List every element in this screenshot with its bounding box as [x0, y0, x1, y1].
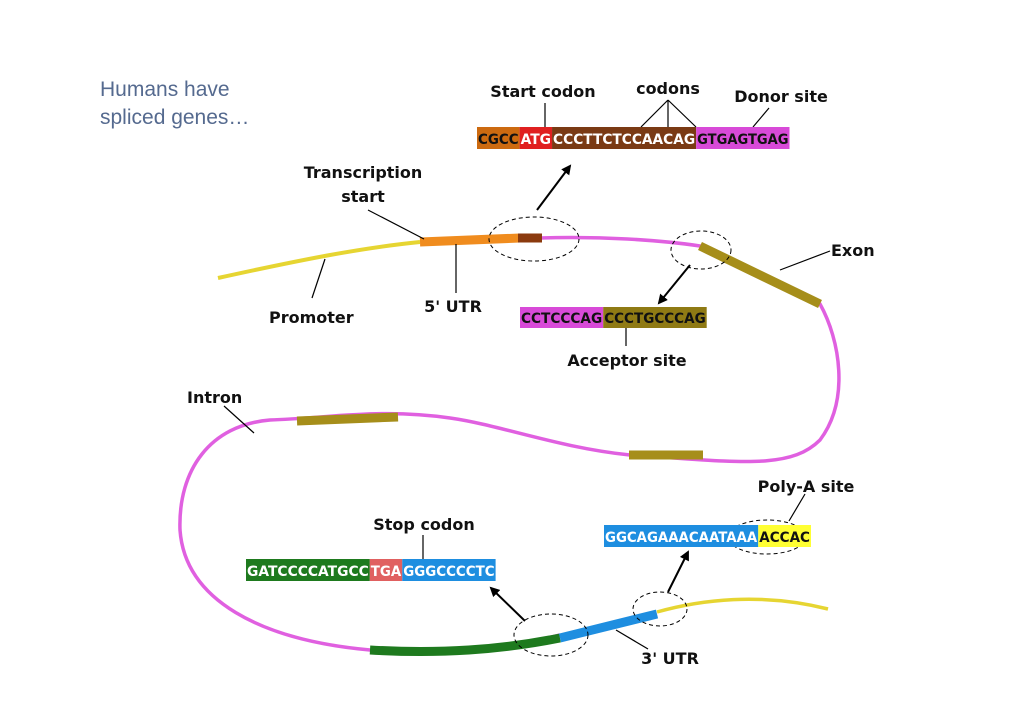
acceptor-segment-text-1: CCCTGCCCAG: [604, 311, 706, 327]
donor-segment-text-0: CGCC: [478, 132, 519, 148]
leader-codons-right: [667, 99, 697, 128]
label-transcription-start-line1: Transcription: [304, 163, 423, 182]
label-utr3: 3' UTR: [641, 649, 699, 668]
donor-segment-text-1: ATG: [521, 132, 551, 148]
promoter-segment: [217, 240, 421, 280]
label-utr5: 5' UTR: [424, 297, 482, 316]
donor-segment-box-2: [552, 127, 697, 149]
utr3-end-ellipse: [632, 591, 688, 627]
donor-segment-box-1: [519, 127, 553, 149]
leader-transcription-start: [367, 209, 425, 240]
intron-line: [178, 235, 841, 654]
polya-segment-text-1: ACCAC: [759, 530, 810, 546]
leader-donor-site: [752, 107, 770, 128]
label-donor-site: Donor site: [734, 87, 828, 106]
label-intron: Intron: [187, 388, 242, 407]
leader-codons-left: [640, 99, 669, 128]
leader-lines: [223, 99, 831, 650]
leader-utr3: [615, 629, 649, 650]
donor-segment-text-2: CCCTTCTCCAACAG: [553, 132, 695, 148]
leader-polya-site: [788, 493, 806, 522]
stop-segment-text-2: GGGCCCCTC: [403, 564, 494, 580]
acceptor-segment-text-0: CCTCCCAG: [521, 311, 602, 327]
start-region-ellipse: [488, 216, 580, 262]
donor-segment-text-3: GTGAGTGAG: [697, 132, 788, 148]
arrow-to-polya-seq: [667, 550, 689, 593]
acceptor-region-ellipse: [670, 230, 732, 270]
label-exon: Exon: [831, 241, 875, 260]
slide-title: Humans have spliced genes…: [100, 78, 250, 129]
stop-region-ellipse: [513, 613, 589, 657]
polya-segment-box-1: [758, 525, 811, 547]
downstream-line: [656, 597, 829, 614]
acceptor-segment-box-0: [520, 307, 604, 328]
polya-segment-text-0: GGCAGAAACAATAAA: [605, 530, 758, 546]
exon-segment-1: [698, 241, 822, 309]
label-codons: codons: [636, 79, 700, 98]
exon-segment-2: [296, 412, 399, 426]
arrow-to-acceptor-seq: [657, 264, 691, 305]
stop-segment-box-1: [369, 559, 403, 581]
utr3-segment: [558, 609, 659, 643]
stop-segment-box-0: [246, 559, 370, 581]
arrow-to-stop-seq: [489, 586, 526, 622]
leader-promoter: [311, 258, 326, 299]
utr5-segment: [419, 233, 521, 247]
label-acceptor-site: Acceptor site: [567, 351, 686, 370]
label-start-codon: Start codon: [490, 82, 595, 101]
label-polya-site: Poly-A site: [758, 477, 855, 496]
acceptor-segment-box-1: [603, 307, 707, 328]
stop-segment-box-2: [402, 559, 496, 581]
stop-exon-segment: [369, 633, 561, 656]
leader-intron: [223, 405, 255, 434]
label-promoter: Promoter: [269, 308, 354, 327]
label-stop-codon: Stop codon: [373, 515, 475, 534]
donor-segment-box-0: [477, 127, 520, 149]
donor-segment-box-3: [696, 127, 790, 149]
arrow-to-donor-seq: [536, 164, 572, 211]
leader-exon: [779, 250, 831, 271]
label-transcription-start-line2: start: [341, 187, 385, 206]
polya-segment-box-0: [604, 525, 759, 547]
stop-segment-text-1: TGA: [371, 564, 402, 580]
stop-segment-text-0: GATCCCCATGCC: [247, 564, 369, 580]
